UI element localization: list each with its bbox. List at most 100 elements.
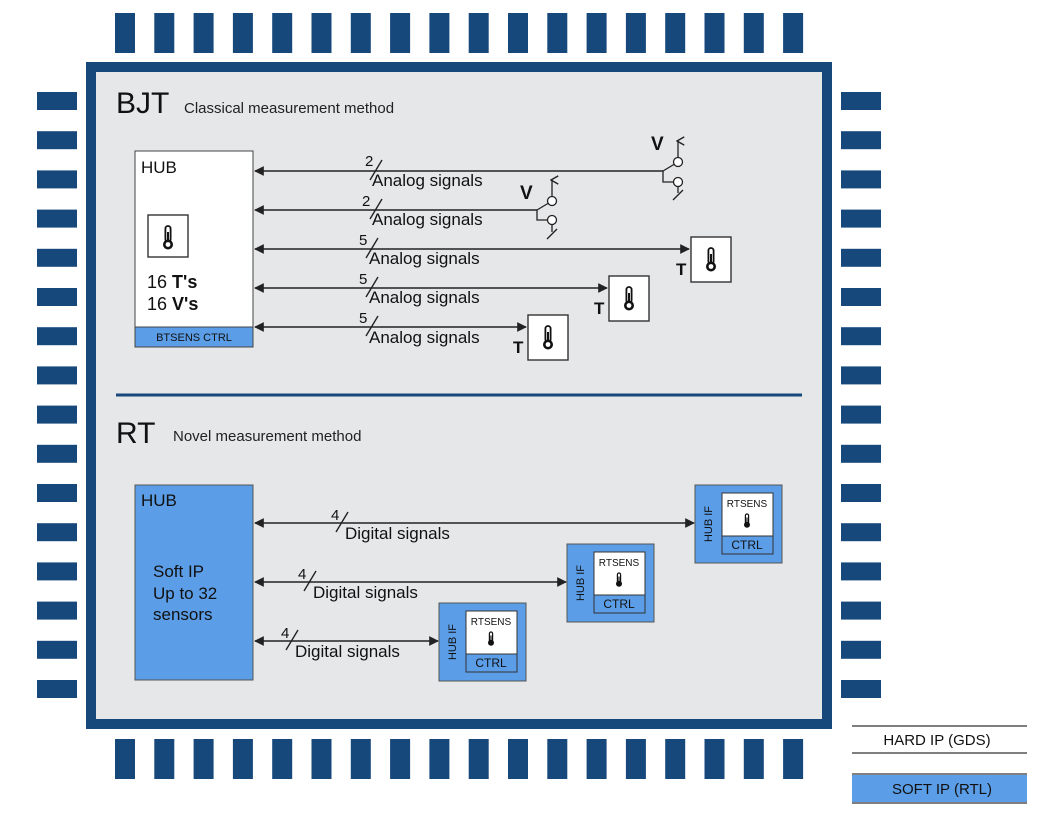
pin: [841, 562, 881, 581]
pin: [841, 484, 881, 502]
rt-sensor-module: HUB IF RTSENS CTRL: [566, 543, 655, 623]
pin: [468, 739, 489, 779]
bjt-ctrl-label: BTSENS CTRL: [156, 332, 232, 344]
voltage-label: V: [651, 134, 664, 155]
voltage-probe: V: [651, 134, 683, 201]
rt-sensor-module: HUB IF RTSENS CTRL: [694, 484, 783, 564]
pin: [37, 680, 77, 698]
pin: [37, 366, 77, 385]
pin: [704, 739, 725, 779]
signal-label: Analog signals: [369, 288, 480, 307]
rtsens-label: RTSENS: [727, 499, 768, 510]
temperature-label: T: [594, 299, 605, 318]
rtsens-label: RTSENS: [471, 617, 512, 628]
temperature-sensor: T: [594, 275, 650, 322]
pin: [547, 13, 568, 53]
pin: [37, 444, 77, 463]
pin: [37, 562, 77, 581]
top-pins: [115, 13, 804, 53]
signal-label: Analog signals: [369, 328, 480, 347]
bjt-signal-line: 5 Analog signals: [254, 271, 608, 307]
pin: [37, 92, 77, 110]
pin: [37, 601, 77, 620]
pin: [350, 739, 371, 779]
pin: [311, 739, 332, 779]
pin: [841, 405, 881, 424]
bjt-hub-v-count: 16 V's: [147, 294, 198, 314]
bjt-subtitle: Classical measurement method: [184, 100, 394, 117]
legend-soft-ip-label: SOFT IP (RTL): [892, 781, 992, 798]
temperature-label: T: [513, 338, 524, 357]
pin: [841, 366, 881, 385]
pin: [665, 13, 686, 53]
pin: [37, 170, 77, 189]
pin: [586, 13, 607, 53]
right-pins: [841, 92, 881, 698]
pin: [37, 640, 77, 659]
bjt-hub-t-count: 16 T's: [147, 272, 197, 292]
rt-hub-label: HUB: [141, 491, 177, 510]
ctrl-label: CTRL: [475, 656, 507, 670]
pin: [468, 13, 489, 53]
bus-width-label: 5: [359, 310, 367, 327]
bus-width-label: 5: [359, 232, 367, 249]
signal-label: Analog signals: [369, 249, 480, 268]
pin: [115, 739, 135, 779]
pin: [841, 601, 881, 620]
hub-if-label: HUB IF: [703, 506, 715, 542]
hub-if-label: HUB IF: [447, 624, 459, 660]
pin: [625, 739, 646, 779]
pin: [272, 13, 293, 53]
bus-width-label: 4: [281, 625, 289, 642]
pin: [704, 13, 725, 53]
pin: [193, 13, 214, 53]
bus-width-label: 4: [298, 566, 306, 583]
bjt-hub-label: HUB: [141, 158, 177, 177]
bus-width-label: 5: [359, 271, 367, 288]
rt-subtitle: Novel measurement method: [173, 428, 361, 445]
pin: [841, 92, 881, 110]
pin: [625, 13, 646, 53]
pin: [37, 327, 77, 346]
pin: [743, 739, 764, 779]
pin: [743, 13, 764, 53]
thermometer-icon: [147, 214, 189, 258]
pin: [37, 248, 77, 267]
bus-width-label: 2: [365, 153, 373, 170]
ctrl-label: CTRL: [603, 597, 635, 611]
pin: [37, 131, 77, 150]
pin: [232, 13, 253, 53]
bottom-pins: [115, 739, 804, 779]
bjt-signal-line: 5 Analog signals: [254, 232, 690, 268]
pin: [841, 248, 881, 267]
pin: [508, 13, 528, 53]
pin: [390, 739, 411, 779]
bus-width-label: 4: [331, 507, 339, 524]
bjt-signal-line: 2 Analog signals: [254, 153, 663, 190]
temperature-label: T: [676, 260, 687, 279]
rt-signal-line: 4 Digital signals: [254, 507, 695, 543]
bus-width-label: 2: [362, 193, 370, 210]
temperature-sensor: T: [676, 236, 732, 283]
pin: [665, 739, 686, 779]
pin: [783, 13, 804, 53]
pin: [508, 739, 528, 779]
rt-title: RT: [116, 417, 155, 450]
ctrl-label: CTRL: [731, 538, 763, 552]
rt-signal-line: 4 Digital signals: [254, 566, 567, 602]
pin: [586, 739, 607, 779]
left-pins: [37, 92, 77, 698]
pin: [841, 640, 881, 659]
pin: [37, 523, 77, 542]
pin: [154, 13, 175, 53]
rt-hub-desc-line3: sensors: [153, 605, 213, 624]
pin: [272, 739, 293, 779]
voltage-label: V: [520, 183, 533, 204]
voltage-probe: V: [520, 180, 557, 240]
rt-signal-line: 4 Digital signals: [254, 625, 439, 661]
pin: [193, 739, 214, 779]
pin: [783, 739, 804, 779]
bjt-signal-line: 5 Analog signals: [254, 310, 527, 347]
signal-label: Digital signals: [313, 583, 418, 602]
hub-if-label: HUB IF: [575, 565, 587, 601]
